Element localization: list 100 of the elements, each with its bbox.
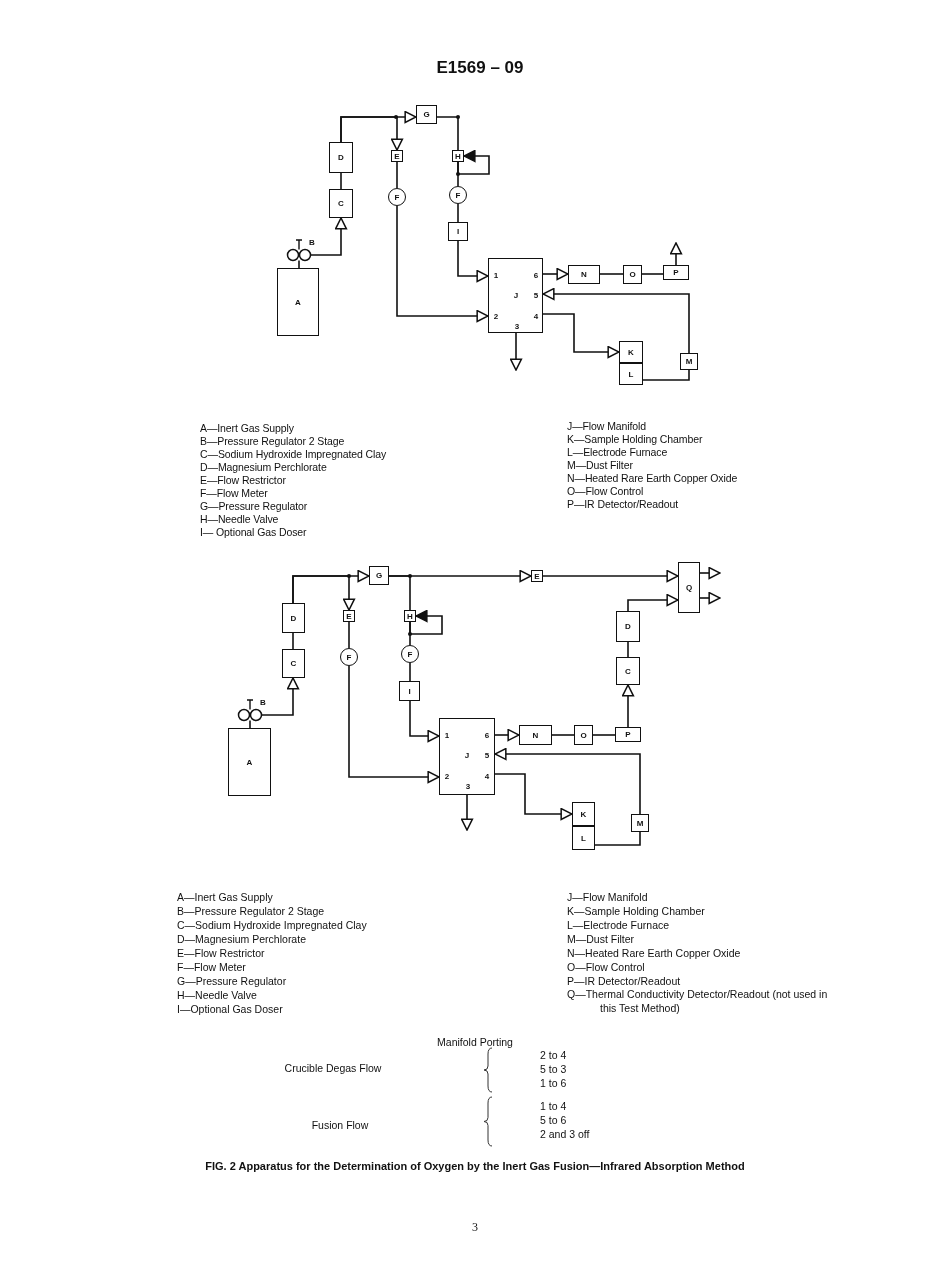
port-number: 3 [465,783,471,791]
table-text: Crucible Degas Flow [284,1062,382,1075]
component-box: C [329,189,353,218]
pipe-line [599,273,624,275]
legend-entry: F—Flow Meter [200,487,268,500]
legend-entry: O—Flow Control [567,961,645,974]
component-box: P [615,727,641,742]
valve-box: H [452,150,464,162]
component-box: I [399,681,420,701]
port-number: 6 [533,272,539,280]
table-text: 1 to 6 [540,1077,567,1090]
component-box: G [416,105,437,124]
component-box: K [572,802,595,826]
legend-entry: I—Optional Gas Doser [177,1003,283,1016]
meter-circle: F [388,188,406,206]
legend-entry: O—Flow Control [567,485,644,498]
legend-entry: B—Pressure Regulator 2 Stage [177,905,325,918]
component-box: E [343,610,355,622]
pipe-line [627,593,679,612]
legend-entry: F—Flow Meter [177,961,246,974]
port-number: 2 [444,773,450,781]
legend-entry: M—Dust Filter [567,459,633,472]
manifold-box [439,718,495,795]
legend-entry: J—Flow Manifold [567,420,647,433]
legend-entry: P—IR Detector/Readout [567,975,681,988]
component-box: E [391,150,403,162]
component-box: N [519,725,552,745]
pipe-line [396,205,489,323]
pipe-line [542,569,679,583]
port-number: 2 [493,313,499,321]
legend-entry: L—Electrode Furnace [567,919,670,932]
document-number: E1569 – 09 [436,58,524,78]
gas-cylinder: A [277,268,319,336]
component-letter: J [464,752,470,760]
legend-entry: A—Inert Gas Supply [177,891,273,904]
table-text: Fusion Flow [311,1119,369,1132]
pipe-line [494,728,520,742]
legend-entry: K—Sample Holding Chamber [567,905,705,918]
legend-entry: K—Sample Holding Chamber [567,433,703,446]
port-number: 3 [514,323,520,331]
pipe-line [627,641,629,658]
manifold-box [488,258,543,333]
pipe-line [340,116,404,151]
pipe-line [396,161,398,189]
legend-entry: J—Flow Manifold [567,891,648,904]
table-heading: Manifold Porting [437,1036,513,1049]
meter-circle: F [449,186,467,204]
pressure-regulator-symbol [286,237,318,261]
pipe-line [542,287,690,354]
component-box: L [572,826,595,850]
component-letter: J [513,292,519,300]
legend-entry: D—Magnesium Perchlorate [177,933,306,946]
pipe-line [542,267,569,281]
port-number: 1 [493,272,499,280]
legend-entry: H—Needle Valve [177,989,257,1002]
component-box: G [369,566,389,585]
meter-circle: F [401,645,419,663]
component-box: N [568,265,600,284]
component-box: K [619,341,643,363]
component-letter: B [260,699,266,707]
pipe-line [298,259,300,269]
legend-entry: N—Heated Rare Earth Copper Oxide [567,947,741,960]
legend-entry: D—Magnesium Perchlorate [200,461,327,474]
pipe-line [641,273,664,275]
pipe-line [457,240,489,283]
legend-entry: N—Heated Rare Earth Copper Oxide [567,472,738,485]
pipe-line [594,831,641,846]
legend-entry: P—IR Detector/Readout [567,498,679,511]
legend-entry: A—Inert Gas Supply [200,422,294,435]
pipe-line [249,719,251,729]
component-box: O [623,265,642,284]
port-number: 6 [484,732,490,740]
pipe-line [642,369,690,381]
pipe-line [699,591,721,605]
table-text: 5 to 3 [540,1063,567,1076]
table-text: 5 to 6 [540,1114,567,1127]
pressure-regulator-symbol [237,697,269,721]
pipe-line [348,665,440,784]
pipe-line [456,149,490,176]
meter-circle: F [340,648,358,666]
pipe-line [551,734,575,736]
legend-entry: H—Needle Valve [200,513,279,526]
port-number: 5 [533,292,539,300]
pipe-line [309,217,348,256]
table-text: 1 to 4 [540,1100,567,1113]
component-box: P [663,265,689,280]
pipe-line [409,700,440,743]
pipe-line [409,662,411,682]
pipe-line [494,773,573,821]
component-box: O [574,725,593,745]
component-box: M [680,353,698,370]
valve-box: H [404,610,416,622]
component-box: C [616,657,640,685]
component-box: L [619,363,643,385]
table-text: 2 and 3 off [540,1128,590,1141]
component-box: D [616,611,640,642]
legend-entry: B—Pressure Regulator 2 Stage [200,435,345,448]
legend-entry: E—Flow Restrictor [200,474,286,487]
component-box: M [631,814,649,832]
pipe-line [494,747,641,815]
